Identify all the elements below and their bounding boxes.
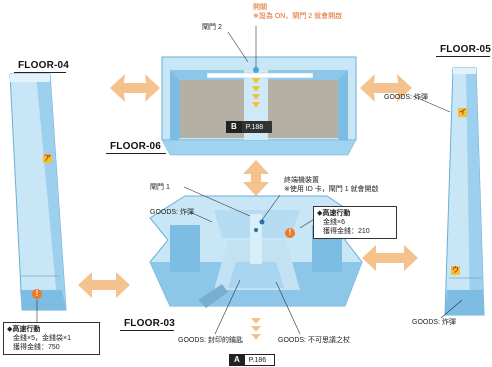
goods-bomb-f05-top: GOODS: 炸彈 bbox=[384, 94, 428, 101]
marker-u-icon: ウ bbox=[451, 266, 460, 275]
floor06-label: FLOOR-06 bbox=[110, 141, 162, 152]
badge-letter-b: B bbox=[226, 121, 242, 133]
floor06-room bbox=[161, 56, 357, 156]
floor06-underline bbox=[106, 153, 166, 154]
speed-box-right-line2: 獲得金錢：210 bbox=[323, 228, 370, 235]
floor03-underline bbox=[120, 330, 174, 331]
speed-box-left: ◆高速行動 金錢×5，金錢袋×1 獲得金錢：750 bbox=[3, 322, 100, 355]
badge-letter-a: A bbox=[229, 354, 245, 366]
speed-box-left-line1: 金錢×5，金錢袋×1 bbox=[13, 335, 71, 342]
gate1-label: 閘門 1 bbox=[150, 184, 170, 191]
speed-box-right: ◆高速行動 金錢×6 獲得金錢：210 bbox=[313, 206, 397, 239]
diamond-icon: ◆ bbox=[7, 326, 13, 333]
marker-a-icon: ア bbox=[43, 154, 52, 163]
switch-note: ※設為 ON，閘門 2 就會開啟 bbox=[253, 13, 343, 20]
floor03-room bbox=[149, 195, 363, 308]
goods-rod-label: GOODS: 不可思議之杖 bbox=[278, 337, 350, 344]
key-statue bbox=[198, 284, 228, 308]
floor05-label: FLOOR-05 bbox=[440, 44, 492, 55]
leader-lines bbox=[36, 26, 463, 335]
speed-box-left-line2: 獲得金錢：750 bbox=[13, 344, 60, 351]
diamond-icon: ◆ bbox=[317, 210, 323, 217]
switch-title: 開關 bbox=[253, 4, 267, 11]
page-badge-b[interactable]: B P.188 bbox=[226, 121, 273, 133]
floor03-label: FLOOR-03 bbox=[124, 318, 176, 329]
terminal-note: ※使用 ID 卡，閘門 1 就會開啟 bbox=[284, 186, 379, 193]
speed-box-left-heading: 高速行動 bbox=[12, 326, 41, 333]
alert-icon-f04: ! bbox=[32, 289, 42, 299]
floor04-tower bbox=[9, 73, 67, 311]
speed-box-right-heading: 高速行動 bbox=[322, 210, 351, 217]
floor04-underline bbox=[14, 72, 66, 73]
goods-seal-label: GOODS: 封印的鑰匙 bbox=[178, 337, 243, 344]
alert-icon-f03: ! bbox=[285, 228, 295, 238]
terminal-title: 終端機裝置 bbox=[284, 177, 319, 184]
badge-page-b: P.188 bbox=[241, 121, 273, 133]
marker-i-icon: イ bbox=[458, 108, 467, 117]
floor04-label: FLOOR-04 bbox=[18, 60, 70, 71]
speed-box-right-line1: 金錢×6 bbox=[323, 219, 345, 226]
switch-marker bbox=[253, 67, 259, 73]
gate2-label: 閘門 2 bbox=[202, 24, 222, 31]
route-arrows bbox=[78, 74, 418, 340]
floor05-underline bbox=[436, 56, 490, 57]
goods-bomb-f03: GOODS: 炸彈 bbox=[150, 209, 194, 216]
badge-page-a: P.186 bbox=[244, 354, 276, 366]
floor05-tower bbox=[444, 67, 485, 316]
goods-bomb-f05-bottom: GOODS: 炸彈 bbox=[412, 319, 456, 326]
page-badge-a[interactable]: A P.186 bbox=[229, 354, 276, 366]
